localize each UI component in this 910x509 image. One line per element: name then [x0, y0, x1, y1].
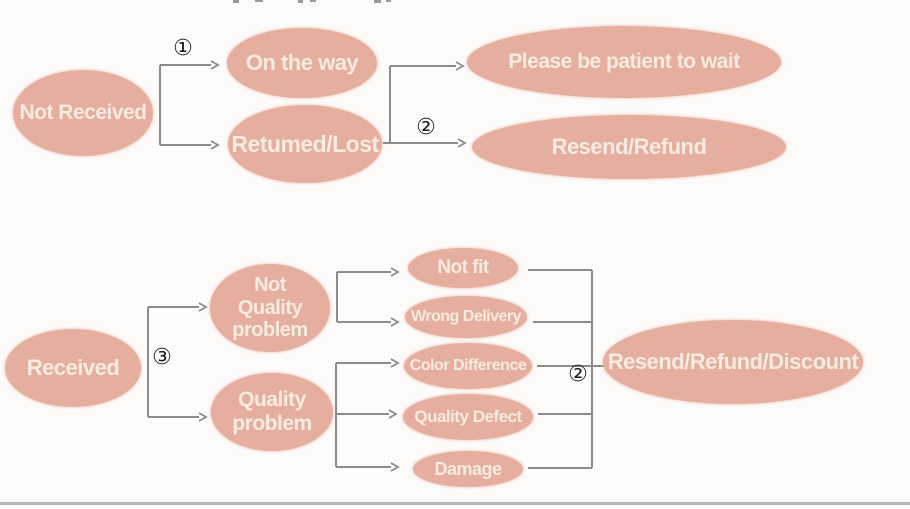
connector-not-received-branch: [159, 60, 220, 150]
node-damage: Damage: [413, 451, 523, 487]
node-resend-refund-discount: Resend/Refund/Discount: [603, 320, 863, 404]
connector-top-merge: [383, 61, 467, 148]
node-color-difference: Color Difference: [404, 343, 532, 389]
node-label: Quality problem: [232, 388, 312, 435]
connector-quality-branch: [335, 358, 400, 472]
connector-not-quality-branch: [336, 267, 400, 327]
node-label: Color Difference: [409, 357, 527, 374]
node-label: Wrong Delivery: [410, 308, 522, 325]
node-returned-lost: Retumed/Lost: [228, 105, 382, 183]
node-please-be-patient: Please be patient to wait: [467, 26, 781, 98]
node-not-fit: Not fit: [408, 248, 518, 288]
node-on-the-way: On the way: [227, 28, 377, 98]
step-marker-2-top: ②: [416, 115, 436, 140]
node-label: Quality Defect: [414, 407, 522, 426]
cropped-text-artifact: [233, 0, 391, 3]
node-wrong-delivery: Wrong Delivery: [405, 296, 527, 338]
connector-received-branch: [147, 302, 208, 422]
node-label: Resend/Refund: [551, 134, 707, 159]
node-label: On the way: [245, 50, 359, 75]
bottom-divider-line: [0, 502, 910, 505]
node-quality-problem: Quality problem: [211, 373, 333, 451]
node-quality-defect: Quality Defect: [403, 394, 533, 440]
step-marker-3: ③: [152, 345, 172, 370]
node-label: Damage: [434, 458, 502, 479]
node-label: Not fit: [437, 257, 489, 278]
node-label: Retumed/Lost: [231, 130, 379, 157]
node-label: Not Received: [19, 101, 147, 124]
node-resend-refund: Resend/Refund: [472, 115, 786, 179]
node-label: Please be patient to wait: [508, 50, 740, 73]
node-label: Received: [26, 355, 120, 380]
node-received: Received: [5, 329, 141, 407]
step-marker-1: ①: [173, 36, 193, 61]
node-not-quality-problem: Not Quality problem: [210, 264, 330, 352]
node-label: Not Quality problem: [232, 274, 308, 342]
step-marker-2-bottom: ②: [568, 362, 588, 387]
node-not-received: Not Received: [13, 70, 153, 156]
node-label: Resend/Refund/Discount: [607, 349, 859, 374]
connector-converge-merge: [528, 269, 614, 469]
